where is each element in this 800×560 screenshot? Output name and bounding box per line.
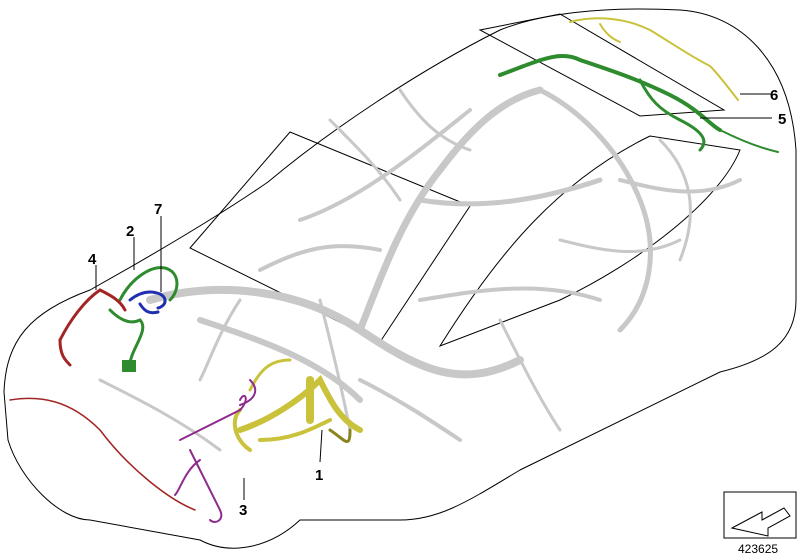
callout-3: 3 (239, 502, 247, 519)
harness-5 (498, 53, 779, 153)
callout-5: 5 (778, 111, 786, 128)
background-wiring (98, 86, 742, 452)
harness-3 (174, 379, 257, 523)
harness-1 (232, 358, 363, 452)
callout-2: 2 (126, 223, 134, 240)
reference-number: 423625 (738, 542, 779, 556)
callout-7: 7 (154, 201, 162, 218)
leader-lines (95, 93, 772, 500)
callout-4: 4 (88, 251, 97, 268)
harness-7 (128, 290, 167, 315)
harness-4 (9, 288, 196, 511)
callout-1: 1 (315, 467, 323, 484)
navigation-arrow-icon (723, 491, 797, 539)
harness-6 (569, 17, 739, 101)
harness-2 (108, 266, 179, 372)
callout-6: 6 (770, 87, 778, 104)
